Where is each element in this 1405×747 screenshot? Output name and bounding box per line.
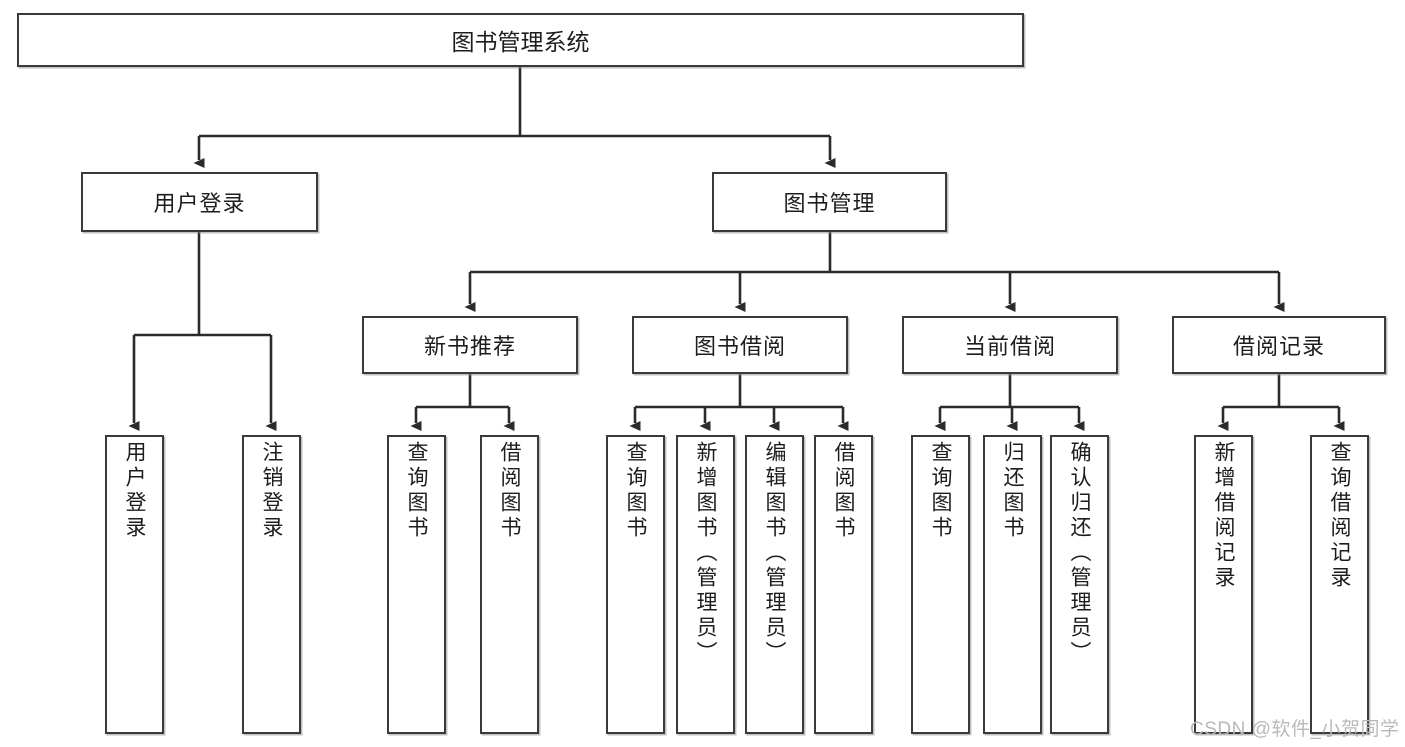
node-label: 查询图书 bbox=[929, 441, 952, 541]
node-book-management-system[interactable]: 图书管理系统 bbox=[17, 13, 1024, 67]
node-label: 编辑图书（管理员） bbox=[763, 441, 786, 666]
node-label: 图书借阅 bbox=[693, 334, 786, 359]
node-label: 借阅记录 bbox=[1232, 334, 1325, 359]
node-leaf-return-books[interactable]: 归还图书 bbox=[983, 435, 1042, 734]
node-label: 查询借阅记录 bbox=[1328, 441, 1351, 591]
node-leaf-add-borrow-record[interactable]: 新增借阅记录 bbox=[1194, 435, 1253, 734]
node-leaf-confirm-return-admin[interactable]: 确认归还（管理员） bbox=[1050, 435, 1109, 734]
node-label: 新书推荐 bbox=[423, 334, 516, 359]
node-label: 当前借阅 bbox=[963, 334, 1056, 359]
node-label: 新增借阅记录 bbox=[1212, 441, 1235, 591]
node-label: 用户登录 bbox=[123, 441, 146, 541]
node-leaf-query-borrow-record[interactable]: 查询借阅记录 bbox=[1310, 435, 1369, 734]
node-label: 归还图书 bbox=[1001, 441, 1024, 541]
node-book-borrow[interactable]: 图书借阅 bbox=[632, 316, 848, 374]
node-label: 确认归还（管理员） bbox=[1068, 441, 1091, 666]
node-user-login[interactable]: 用户登录 bbox=[81, 172, 318, 232]
node-label: 新增图书（管理员） bbox=[694, 441, 717, 666]
node-current-borrow[interactable]: 当前借阅 bbox=[902, 316, 1118, 374]
node-borrow-record[interactable]: 借阅记录 bbox=[1172, 316, 1386, 374]
node-new-book-recommend[interactable]: 新书推荐 bbox=[362, 316, 578, 374]
node-leaf-user-login[interactable]: 用户登录 bbox=[105, 435, 164, 734]
csdn-watermark: CSDN @软件_小贺同学 bbox=[1190, 719, 1400, 740]
node-label: 图书管理系统 bbox=[451, 29, 590, 55]
node-leaf-borrow-books-1[interactable]: 借阅图书 bbox=[480, 435, 539, 734]
node-label: 图书管理 bbox=[783, 191, 876, 216]
node-label: 用户登录 bbox=[153, 191, 246, 216]
node-leaf-query-books-3[interactable]: 查询图书 bbox=[911, 435, 970, 734]
node-label: 查询图书 bbox=[624, 441, 647, 541]
node-label: 查询图书 bbox=[405, 441, 428, 541]
node-label: 注销登录 bbox=[260, 441, 283, 541]
node-book-management[interactable]: 图书管理 bbox=[712, 172, 947, 232]
node-label: 借阅图书 bbox=[498, 441, 521, 541]
node-leaf-add-book-admin[interactable]: 新增图书（管理员） bbox=[676, 435, 735, 734]
node-leaf-edit-book-admin[interactable]: 编辑图书（管理员） bbox=[745, 435, 804, 734]
node-leaf-logout-login[interactable]: 注销登录 bbox=[242, 435, 301, 734]
node-leaf-query-books-1[interactable]: 查询图书 bbox=[387, 435, 446, 734]
node-leaf-query-books-2[interactable]: 查询图书 bbox=[606, 435, 665, 734]
node-leaf-borrow-books-2[interactable]: 借阅图书 bbox=[814, 435, 873, 734]
node-label: 借阅图书 bbox=[832, 441, 855, 541]
